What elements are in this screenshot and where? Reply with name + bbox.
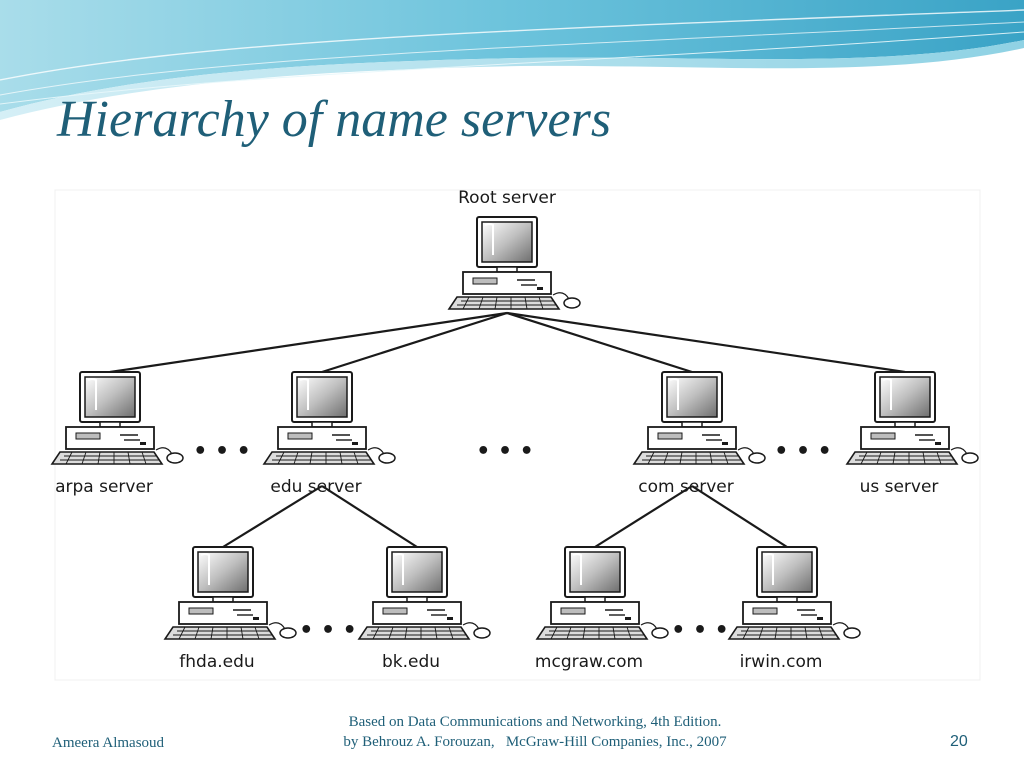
- edge-root-to-edu: [321, 311, 508, 374]
- node-label-com: com server: [638, 477, 734, 497]
- desktop-computer-icon: [51, 371, 184, 465]
- node-bk: bk.edu: [358, 546, 491, 672]
- slide-title: Hierarchy of name servers: [57, 91, 612, 148]
- desktop-computer-icon: [728, 546, 861, 640]
- node-irwin: irwin.com: [728, 546, 861, 672]
- ellipsis-3: • • •: [774, 439, 832, 464]
- page-number: 20: [950, 733, 968, 750]
- footer-credit-line-2: by Behrouz A. Forouzan, McGraw-Hill Comp…: [343, 734, 727, 750]
- node-label-root: Root server: [458, 188, 556, 208]
- nodes-group: Root server arpa server edu server com serv…: [51, 188, 979, 672]
- ellipses-group: • • • • • • • • • • • • • • •: [193, 439, 832, 643]
- desktop-computer-icon: [263, 371, 396, 465]
- edge-edu-to-fhda: [222, 485, 323, 548]
- ellipsis-1: • • •: [193, 439, 251, 464]
- edges-group: [109, 311, 906, 548]
- node-com: com server: [633, 371, 766, 497]
- node-label-arpa: arpa server: [55, 477, 153, 497]
- edge-root-to-us: [506, 311, 906, 374]
- desktop-computer-icon: [536, 546, 669, 640]
- node-fhda: fhda.edu: [164, 546, 297, 672]
- ellipsis-4: • • •: [299, 618, 357, 643]
- node-arpa: arpa server: [51, 371, 184, 497]
- footer-author: Ameera Almasoud: [52, 735, 165, 751]
- edge-com-to-mcgraw: [594, 485, 693, 548]
- ellipsis-2: • • •: [476, 439, 534, 464]
- footer-credit-line-1: Based on Data Communications and Network…: [348, 714, 722, 730]
- footer-credit: Based on Data Communications and Network…: [300, 712, 770, 752]
- edge-root-to-com: [506, 311, 693, 374]
- node-us: us server: [846, 371, 979, 497]
- edge-root-to-arpa: [109, 311, 508, 374]
- desktop-computer-icon: [633, 371, 766, 465]
- edge-edu-to-bk: [321, 485, 418, 548]
- node-root: Root server: [448, 188, 581, 310]
- node-label-irwin: irwin.com: [740, 652, 823, 672]
- desktop-computer-icon: [164, 546, 297, 640]
- node-label-fhda: fhda.edu: [179, 652, 254, 672]
- node-label-us: us server: [860, 477, 939, 497]
- node-label-edu: edu server: [270, 477, 361, 497]
- node-edu: edu server: [263, 371, 396, 497]
- edge-com-to-irwin: [691, 485, 788, 548]
- desktop-computer-icon: [358, 546, 491, 640]
- ellipsis-5: • • •: [671, 618, 729, 643]
- desktop-computer-icon: [448, 216, 581, 310]
- node-label-bk: bk.edu: [382, 652, 440, 672]
- node-mcgraw: mcgraw.com: [535, 546, 669, 672]
- desktop-computer-icon: [846, 371, 979, 465]
- node-label-mcgraw: mcgraw.com: [535, 652, 643, 672]
